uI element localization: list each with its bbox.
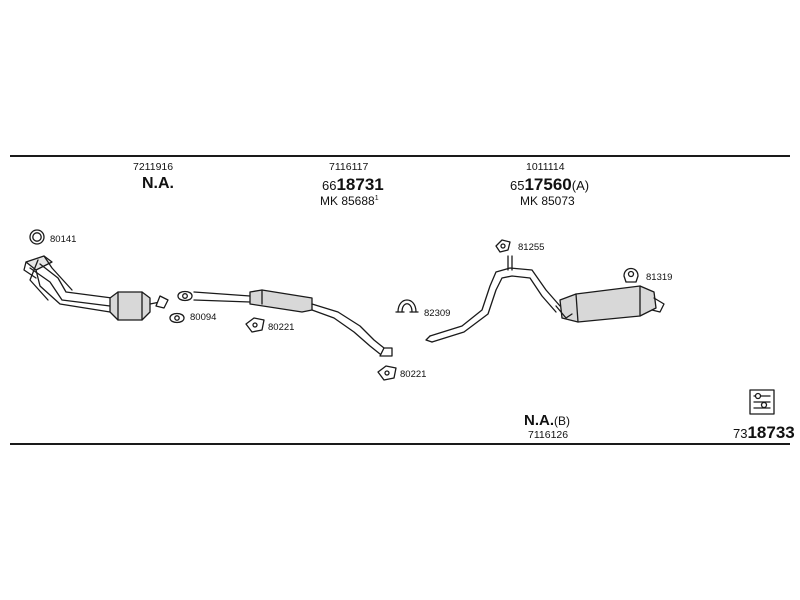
catalytic-converter-icon[interactable] [109,291,169,321]
kit-part-number[interactable]: 7318733 [733,424,795,441]
bottom-code: 7116126 [528,429,569,441]
col1-code: 7211916 [133,161,174,173]
bottom-divider [10,443,790,445]
bottom-status-label: N.A. [524,412,554,429]
rubber-hanger-icon[interactable] [495,239,511,253]
callout-80221-a: 80221 [268,322,295,333]
kit-box-icon[interactable] [749,389,775,415]
kit-prefix: 73 [733,426,748,441]
clamp-icon[interactable] [395,299,419,313]
flange-gasket-icon[interactable] [169,312,185,324]
callout-80141: 80141 [50,234,77,245]
col3-part-prefix: 65 [510,178,525,193]
col2-part-prefix: 66 [322,178,337,193]
col3-part-number[interactable]: 6517560(A) [510,176,589,193]
bottom-status: N.A.(B) [524,413,570,428]
col2-code: 7116117 [329,161,369,173]
callout-81255: 81255 [518,242,545,253]
col2-mk-text: MK 85688 [320,194,375,208]
flange-gasket-icon[interactable] [177,290,193,302]
callout-80094: 80094 [190,312,217,323]
col3-part-main: 17560 [524,175,572,194]
muffler-icon[interactable] [249,289,393,357]
col2-mk-sup: 1 [374,195,379,202]
col1-status: N.A. [142,175,174,192]
rear-pipe[interactable] [425,255,561,343]
col2-part-number[interactable]: 6618731 [322,176,384,193]
col3-part-suffix: (A) [571,178,590,193]
callout-80221-b: 80221 [400,369,427,380]
col2-part-main: 18731 [336,175,384,194]
col3-mk: MK 85073 [520,194,575,208]
callout-82309: 82309 [424,308,451,319]
ring-gasket-icon[interactable] [29,229,45,245]
intermediate-pipe[interactable] [193,291,251,303]
col3-code: 1011114 [526,161,565,173]
top-divider [10,155,790,157]
front-pipe[interactable] [23,255,113,313]
flange-gasket-icon[interactable] [245,317,265,333]
bottom-status-suffix: (B) [554,414,570,428]
kit-main: 18733 [747,423,795,442]
flange-gasket-icon[interactable] [377,365,397,381]
callout-81319: 81319 [646,272,673,283]
col2-mk: MK 856881 [320,195,379,207]
rubber-hanger-icon[interactable] [623,267,639,283]
muffler-icon[interactable] [555,285,665,323]
